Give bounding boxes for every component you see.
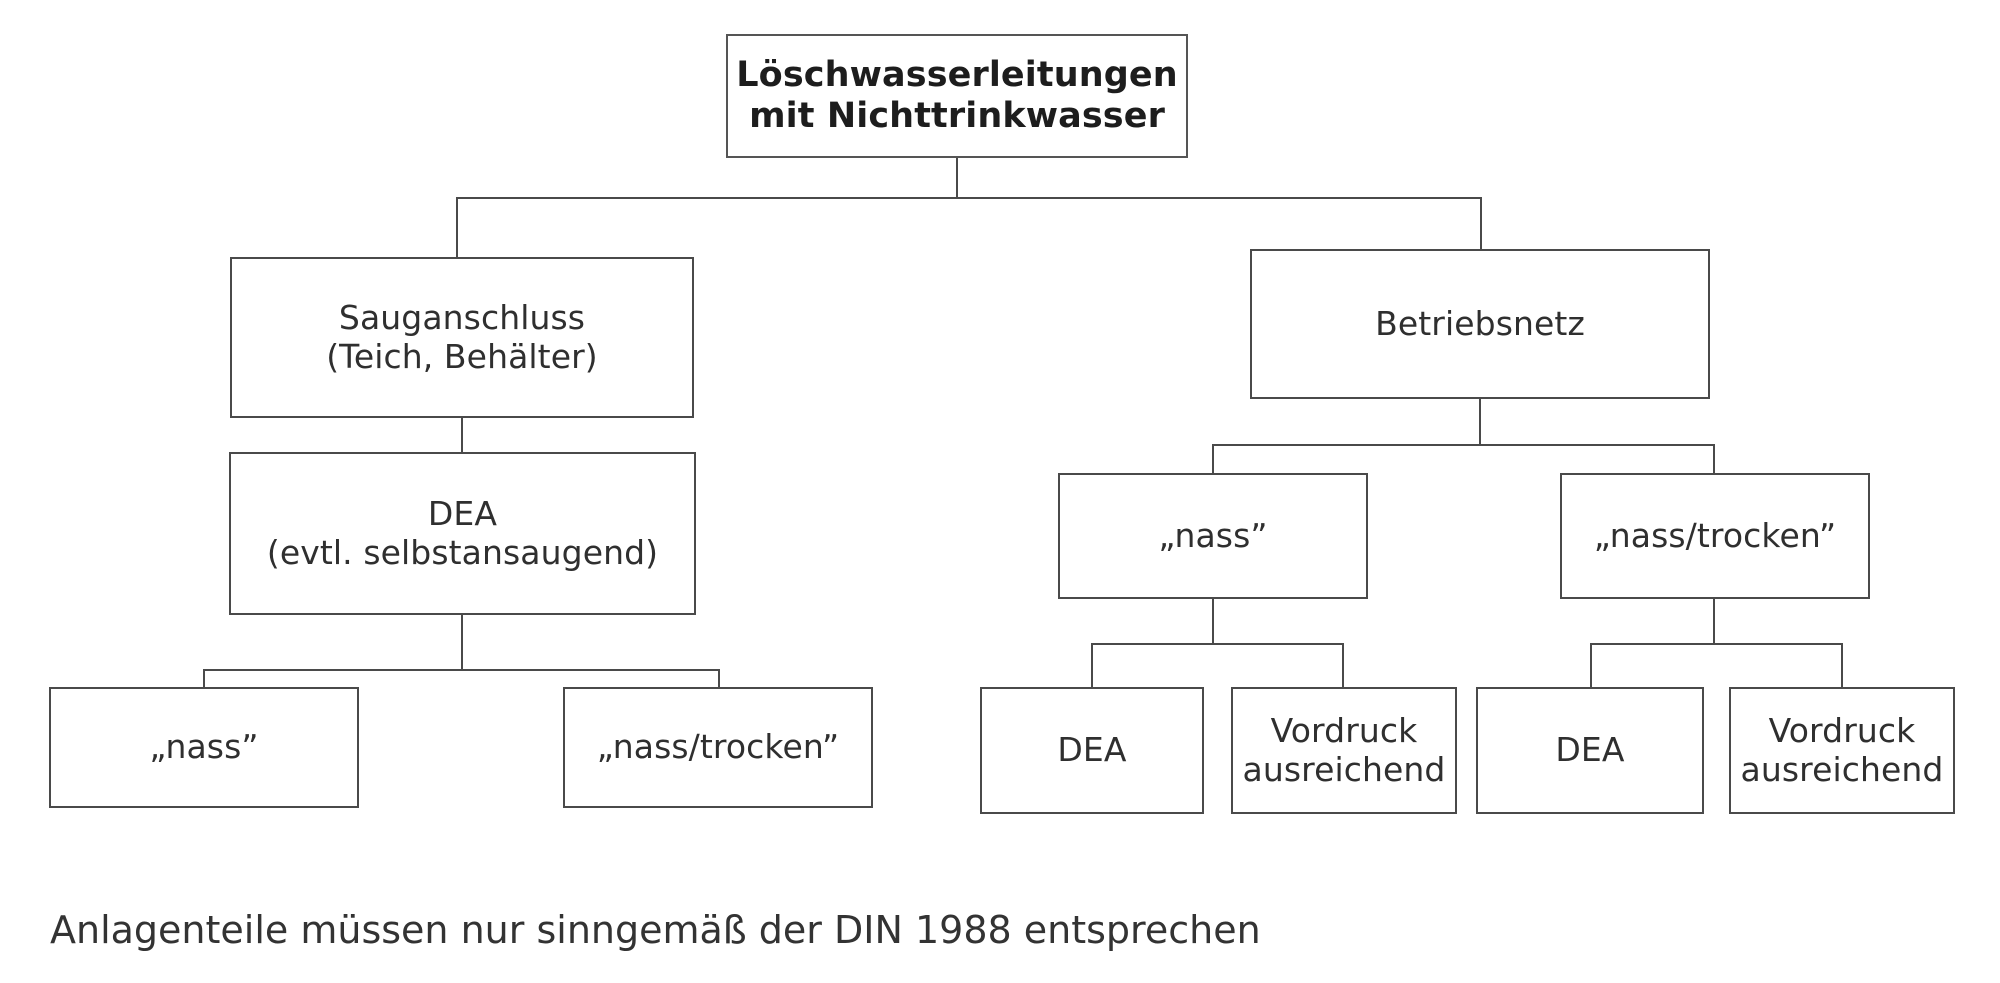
edge-right-distributor	[1212, 444, 1715, 446]
node-label: Vordruck ausreichend	[1740, 710, 1944, 789]
node-label: Betriebsnetz	[1375, 303, 1585, 343]
edge-right-nasstrocken-distributor	[1590, 643, 1843, 645]
node-label: DEA	[1057, 730, 1127, 770]
edge-right-nass-stem	[1212, 599, 1214, 645]
edge-left-to-nasstrocken	[718, 669, 720, 689]
node-label: „nass”	[1158, 515, 1268, 555]
edge-nasstrocken-to-vordruck	[1841, 643, 1843, 688]
node-right-nass: „nass”	[1058, 473, 1368, 599]
node-label: DEA (evtl. selbstansaugend)	[266, 493, 659, 572]
node-dea-selbstansaugend: DEA (evtl. selbstansaugend)	[229, 452, 696, 615]
node-label: Vordruck ausreichend	[1242, 710, 1446, 789]
node-right-nass-vordruck: Vordruck ausreichend	[1231, 687, 1457, 814]
edge-root-distributor	[456, 197, 1482, 199]
node-right-nasstrocken-dea: DEA	[1476, 687, 1704, 814]
edge-right-nasstrocken-stem	[1713, 598, 1715, 645]
edge-nass-to-dea	[1091, 643, 1093, 688]
node-loeschwasserleitungen: Löschwasserleitungen mit Nichttrinkwasse…	[726, 34, 1188, 158]
node-right-nasstrocken-vordruck: Vordruck ausreichend	[1729, 687, 1955, 814]
node-left-nass: „nass”	[49, 687, 359, 808]
edge-dea-stem	[461, 615, 463, 671]
node-sauganschluss: Sauganschluss (Teich, Behälter)	[230, 257, 694, 418]
edge-right-to-nass	[1212, 444, 1214, 475]
node-label: „nass”	[149, 727, 259, 767]
edge-root-to-sauganschluss	[456, 197, 458, 259]
edge-nasstrocken-to-dea	[1590, 643, 1592, 688]
edge-nass-to-vordruck	[1342, 643, 1344, 688]
edge-left-distributor	[203, 669, 720, 671]
node-label: „nass/trocken”	[1593, 515, 1837, 555]
node-label: DEA	[1555, 730, 1625, 770]
node-right-nass-dea: DEA	[980, 687, 1204, 814]
edge-left-to-nass	[203, 669, 205, 689]
diagram-footnote: Anlagenteile müssen nur sinngemäß der DI…	[50, 908, 1261, 952]
edge-betriebsnetz-stem	[1479, 399, 1481, 446]
edge-right-to-nasstrocken	[1713, 444, 1715, 475]
edge-sauganschluss-to-dea	[461, 418, 463, 454]
node-left-nass-trocken: „nass/trocken”	[563, 687, 873, 808]
node-label: Löschwasserleitungen mit Nichttrinkwasse…	[736, 54, 1178, 136]
edge-right-nass-distributor	[1091, 643, 1344, 645]
node-label: Sauganschluss (Teich, Behälter)	[326, 297, 598, 376]
node-label: „nass/trocken”	[596, 727, 840, 767]
edge-root-stem	[956, 158, 958, 199]
node-right-nass-trocken: „nass/trocken”	[1560, 473, 1870, 599]
node-betriebsnetz: Betriebsnetz	[1250, 249, 1710, 399]
edge-root-to-betriebsnetz	[1480, 197, 1482, 249]
